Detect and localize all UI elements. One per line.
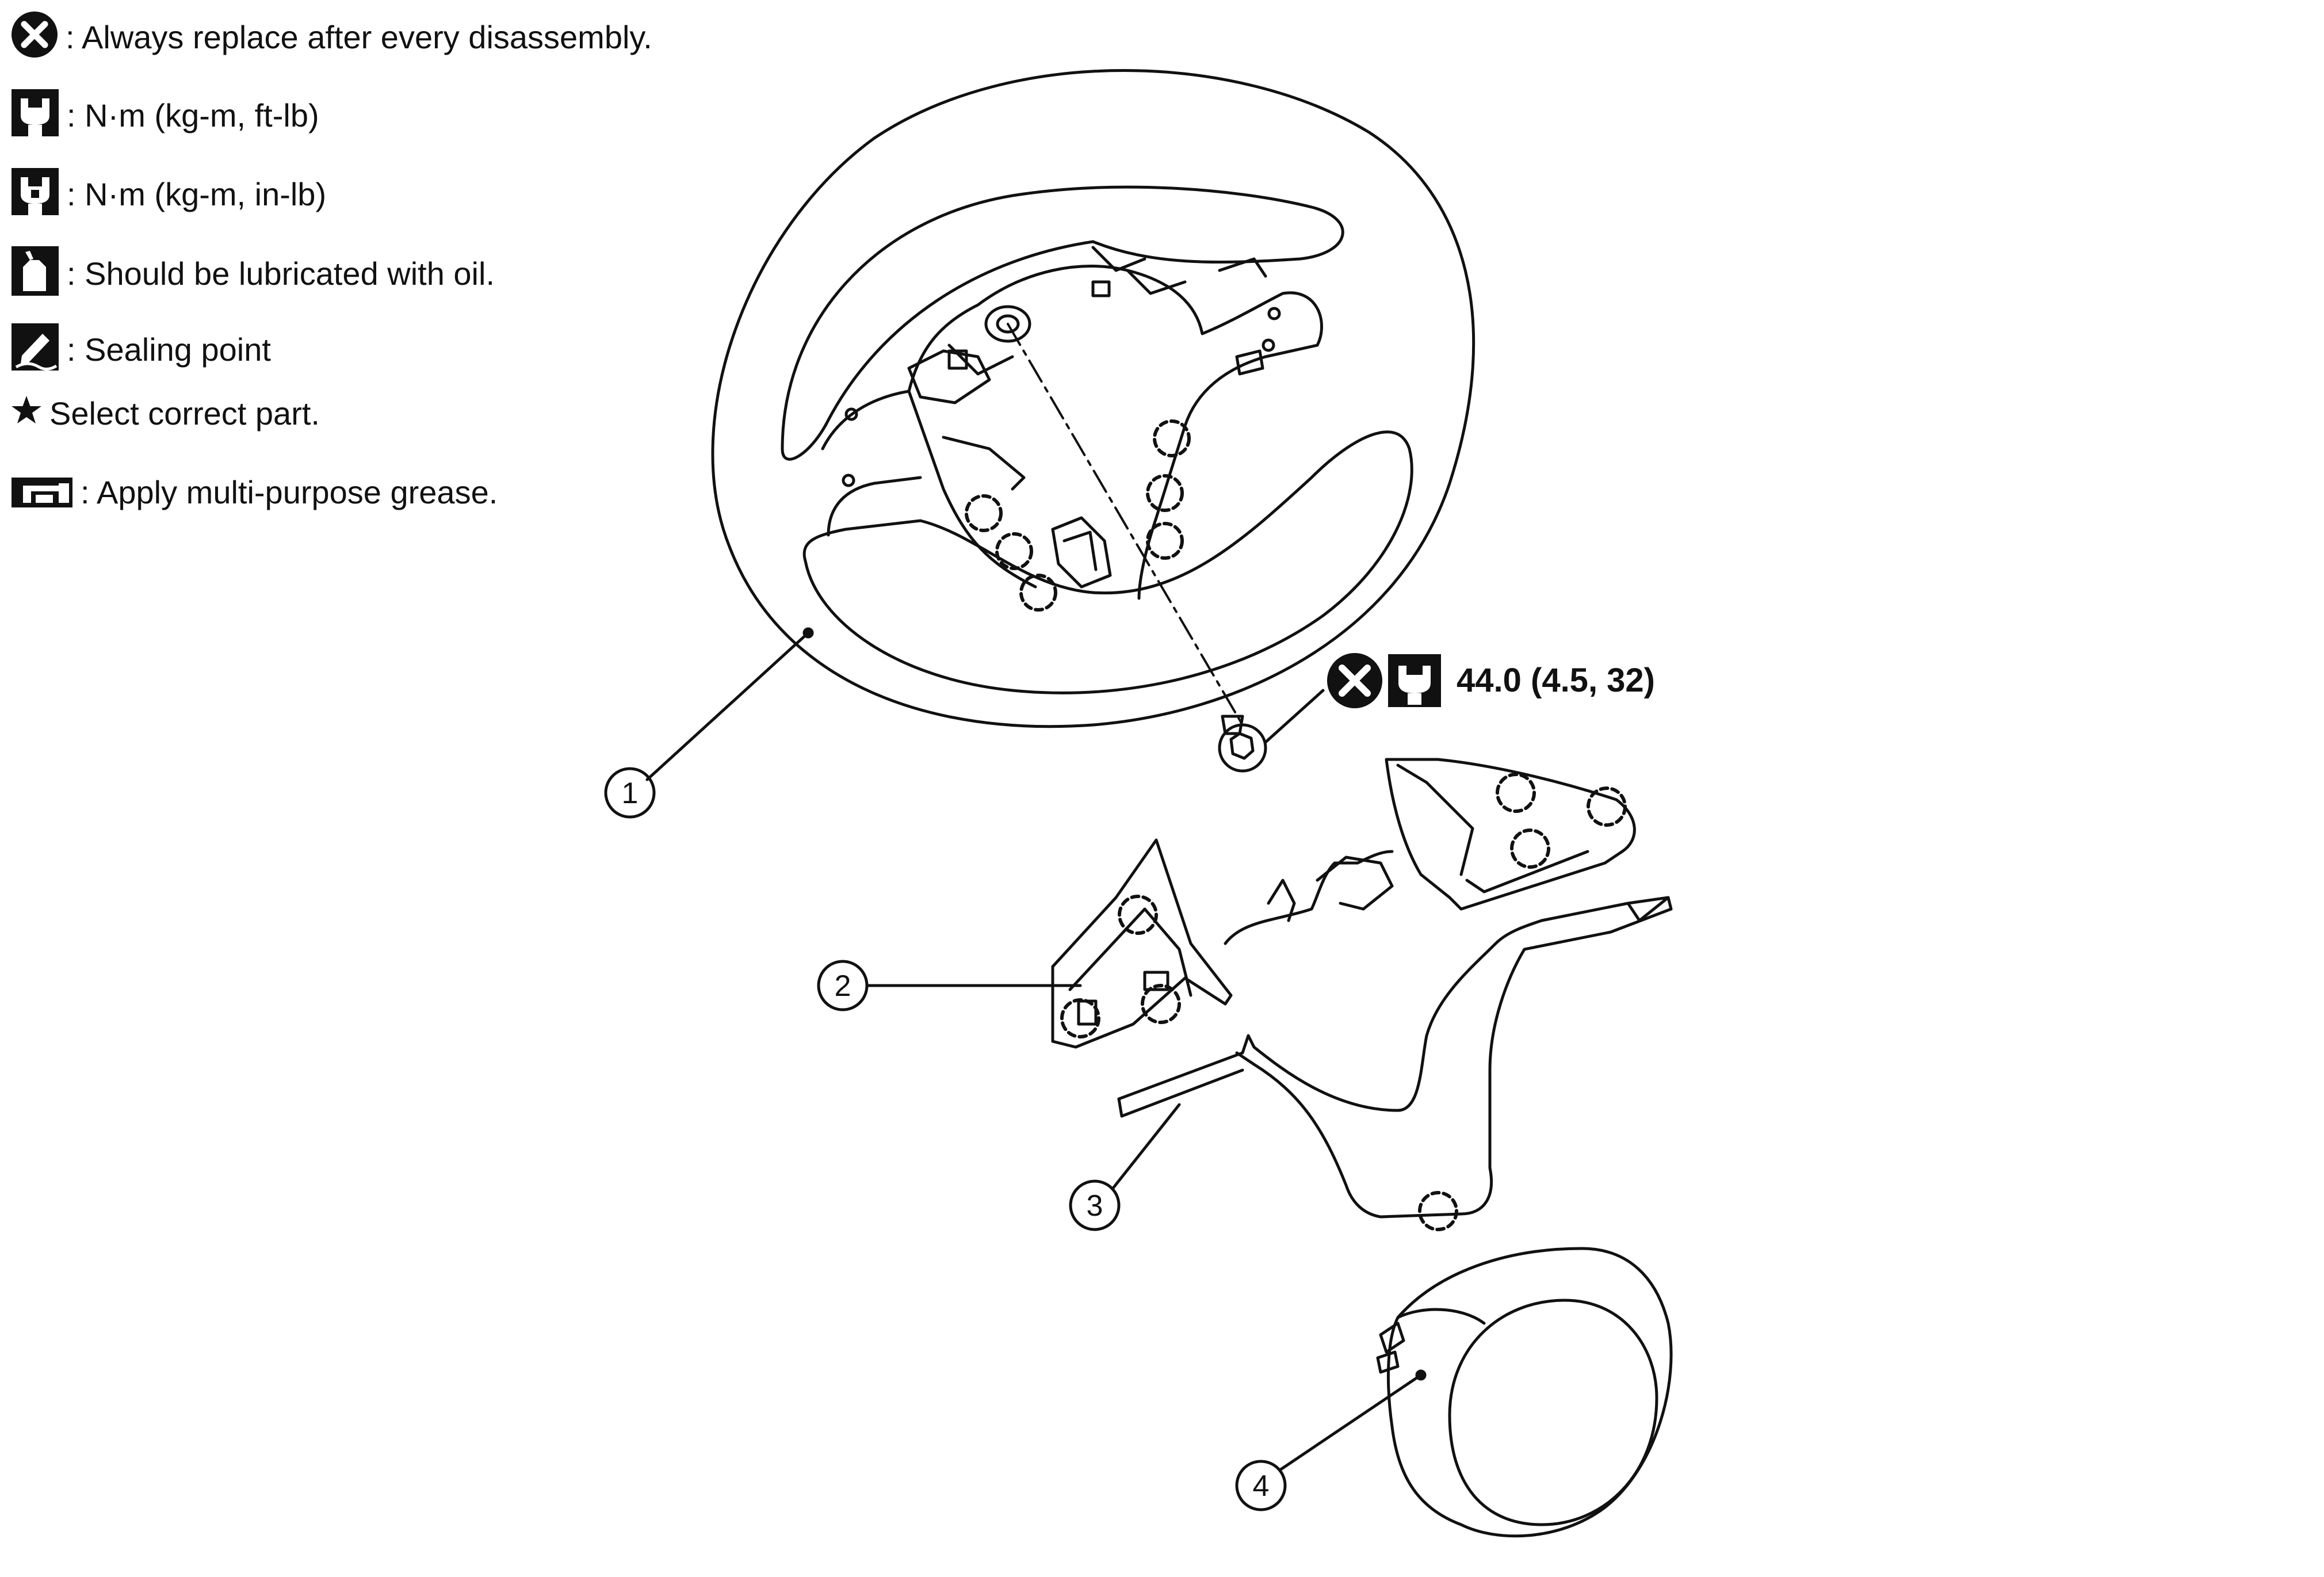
sealing-point-icon <box>10 322 60 377</box>
torque-leader-line <box>1264 689 1325 744</box>
callout-number: 4 <box>1253 1469 1270 1503</box>
callout-4: 4 <box>1235 1460 1287 1511</box>
callout-leader-3 <box>1111 1103 1181 1190</box>
legend-item-oil: : Should be lubricated with oil. <box>10 245 495 302</box>
callout-number: 3 <box>1087 1189 1103 1223</box>
legend-text: : N·m (kg-m, in-lb) <box>67 175 327 212</box>
legend-text: : N·m (kg-m, ft-lb) <box>67 97 319 133</box>
finisher <box>1117 896 1673 1231</box>
callout-leader-4 <box>1278 1373 1423 1472</box>
legend-text: Select correct part. <box>49 395 320 432</box>
legend-text: : Always replace after every disassembly… <box>66 18 652 55</box>
legend-item-grease: : Apply multi-purpose grease. <box>10 471 498 514</box>
legend-text: : Sealing point <box>67 331 271 368</box>
torque-wrench-in-lb-icon <box>10 167 60 222</box>
callout-3: 3 <box>1069 1179 1121 1231</box>
legend-item-select-part: Select correct part. <box>10 395 320 432</box>
callout-2: 2 <box>817 960 869 1011</box>
steering-switch <box>1051 758 1636 1049</box>
callout-leader-1 <box>645 631 810 781</box>
legend-item-sealing: : Sealing point <box>10 322 271 377</box>
torque-spec: 44.0 (4.5, 32) <box>1327 653 1655 708</box>
legend-item-always-replace: : Always replace after every disassembly… <box>10 10 652 64</box>
legend-item-torque-in-lb: : N·m (kg-m, in-lb) <box>10 167 326 222</box>
legend-text: : Should be lubricated with oil. <box>67 255 495 292</box>
oil-can-icon <box>10 245 60 302</box>
always-replace-icon <box>10 10 59 64</box>
assembly-axis-line <box>1007 323 1244 726</box>
driver-air-bag-module <box>1376 1247 1673 1538</box>
grease-icon <box>10 471 74 514</box>
callout-number: 2 <box>835 969 851 1003</box>
steering-wheel <box>711 69 1476 728</box>
callout-1: 1 <box>604 767 656 819</box>
legend-item-torque-ft-lb: : N·m (kg-m, ft-lb) <box>10 88 319 143</box>
callout-number: 1 <box>622 777 639 810</box>
star-icon <box>10 395 43 432</box>
torque-wrench-ft-lb-icon <box>10 88 60 143</box>
torque-spec-value: 44.0 (4.5, 32) <box>1457 662 1655 699</box>
steering-wheel-bolt <box>1218 715 1267 773</box>
legend-text: : Apply multi-purpose grease. <box>81 474 498 510</box>
